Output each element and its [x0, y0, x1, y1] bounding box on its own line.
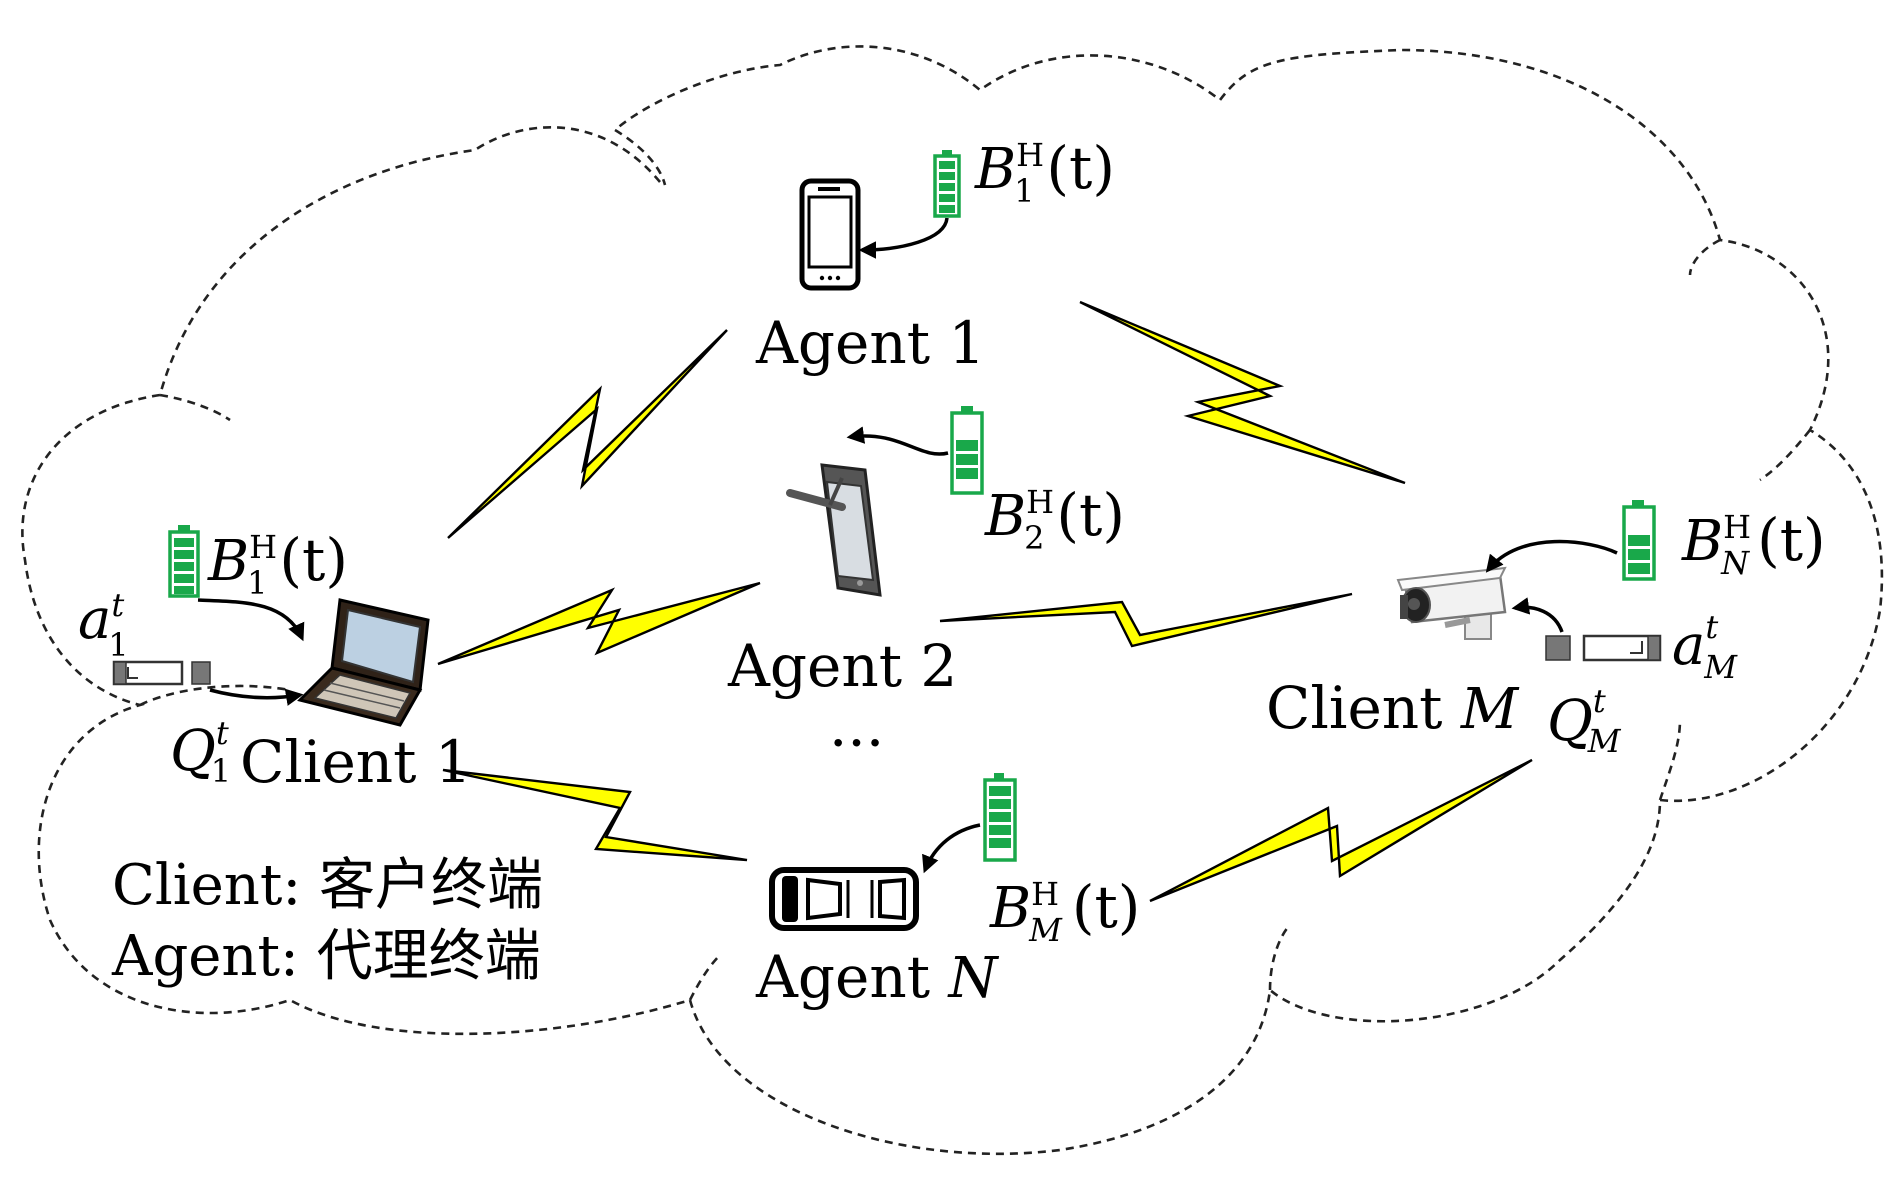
- battery-arrow-agent1: [858, 217, 949, 259]
- cloud-inner-arc-right: [1658, 719, 1682, 801]
- battery-arrow-agentn: [922, 823, 981, 874]
- queue-buffer-icon: [112, 660, 211, 686]
- link-agent1-clientm: [1079, 300, 1406, 485]
- cloud-inner-arc-top-right: [1688, 238, 1721, 276]
- cloud-inner-arc-right-top: [1759, 429, 1812, 482]
- smartphone-icon: [799, 178, 861, 291]
- battery-icon: [983, 773, 1017, 862]
- legend-agent: Agent: 代理终端: [111, 924, 541, 989]
- link-client1-agentn: [442, 768, 748, 862]
- battery-icon: [168, 525, 200, 598]
- client1-label: Client 1: [240, 728, 472, 796]
- car-icon: [769, 867, 919, 931]
- queue-arrow-client1: [209, 688, 304, 706]
- tablet-icon: [786, 463, 882, 597]
- cloud-inner-arc-top-left: [614, 128, 667, 186]
- security-camera-icon: [1396, 566, 1507, 640]
- link-client1-agent2: [437, 581, 761, 666]
- cloud-inner-arc-bottom-right: [1268, 924, 1291, 991]
- link-agentn-clientm: [1149, 758, 1533, 903]
- ellipsis: ···: [829, 709, 884, 777]
- battery-arrow-clientm: [1485, 539, 1618, 573]
- queue-arrow-clientm: [1511, 597, 1564, 633]
- agent1-label: Agent 1: [755, 309, 985, 377]
- battery-icon: [933, 150, 961, 218]
- clientm-label: Client M: [1266, 674, 1520, 742]
- link-client1-agent1: [447, 329, 728, 539]
- legend-client: Client: 客户终端: [112, 853, 543, 918]
- battery-icon: [1622, 500, 1656, 581]
- queue-buffer-icon: [1545, 634, 1662, 662]
- agentn-label: Agent N: [755, 943, 999, 1011]
- battery-arrow-client1: [197, 598, 305, 642]
- agent2-label: Agent 2: [727, 632, 957, 700]
- battery-arrow-agent2: [846, 426, 949, 456]
- battery-icon: [950, 406, 984, 495]
- link-agent2-clientm: [939, 592, 1353, 648]
- cloud-inner-arc-bottom-left: [139, 684, 291, 707]
- laptop-icon: [297, 598, 430, 727]
- cloud-inner-arc-bottom: [688, 954, 721, 1001]
- cloud-inner-arc-left: [159, 393, 231, 422]
